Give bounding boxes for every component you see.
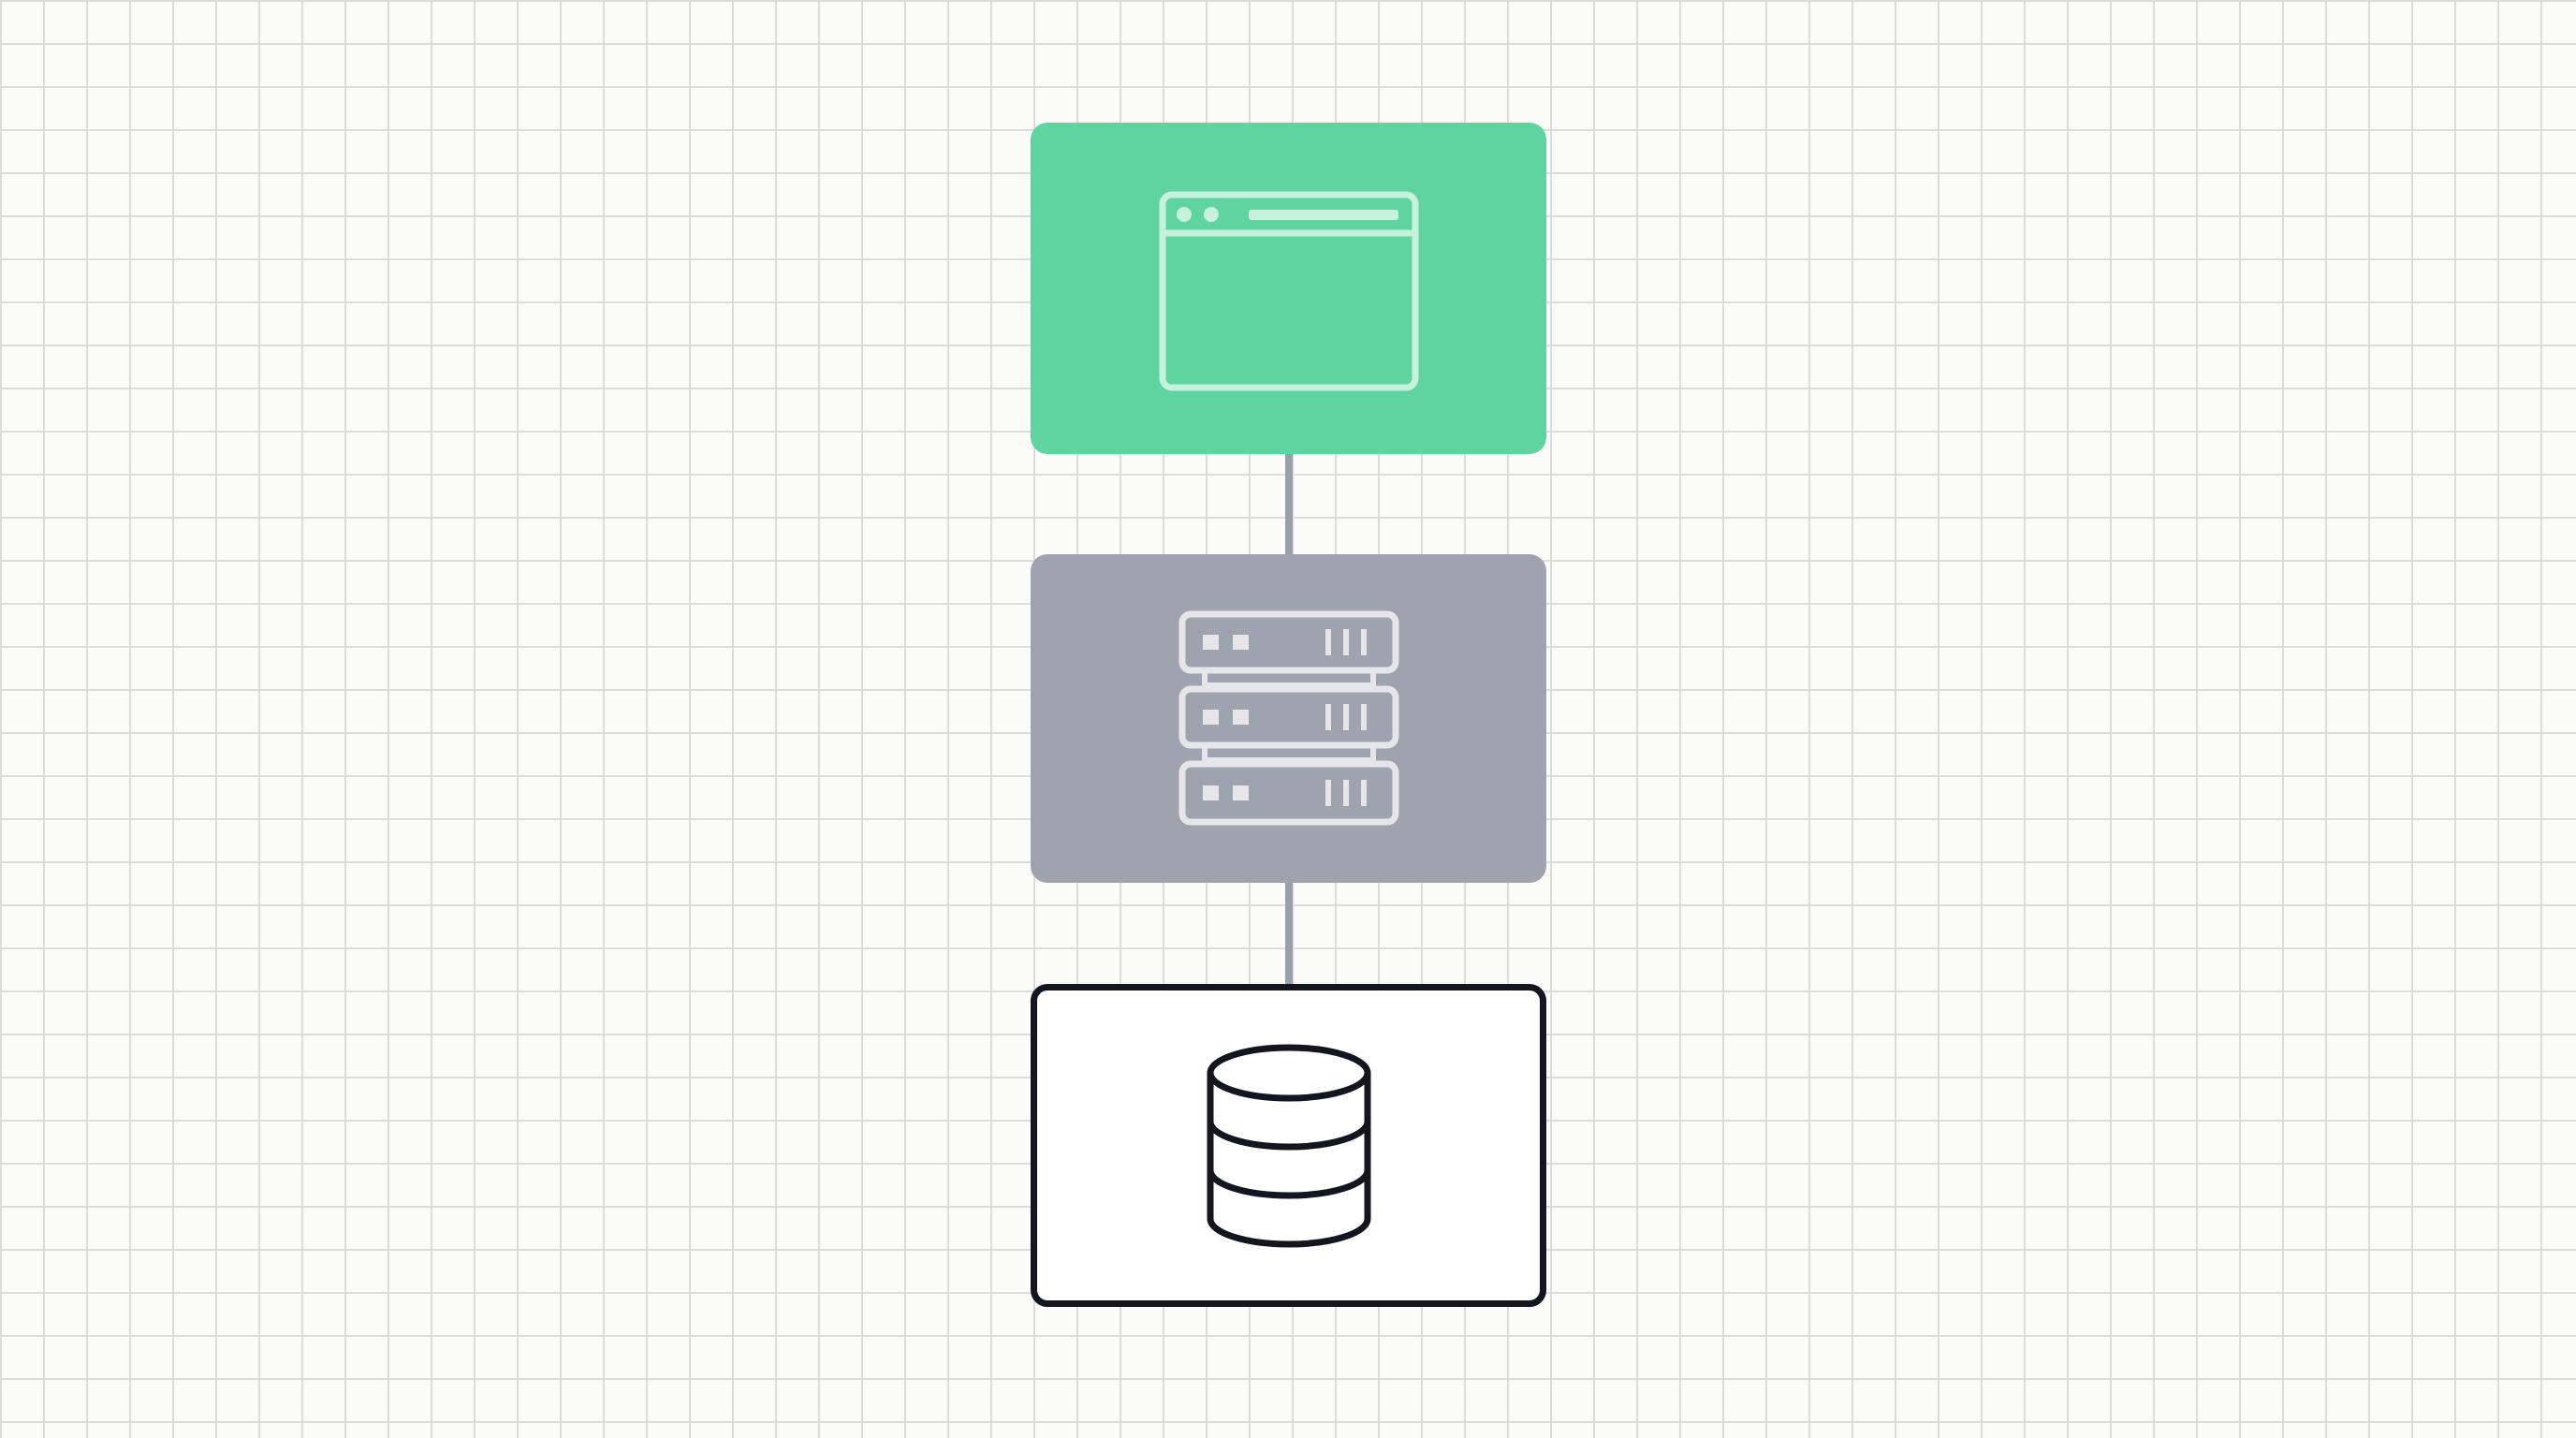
server-rack-icon	[1178, 610, 1399, 826]
browser-window-icon	[1159, 191, 1419, 391]
database-node[interactable]	[1031, 984, 1546, 1307]
server-node[interactable]	[1031, 554, 1546, 883]
connector-client-server	[1285, 454, 1293, 554]
database-icon	[1207, 1044, 1371, 1248]
client-node[interactable]	[1031, 123, 1546, 454]
connector-server-database	[1285, 883, 1293, 984]
